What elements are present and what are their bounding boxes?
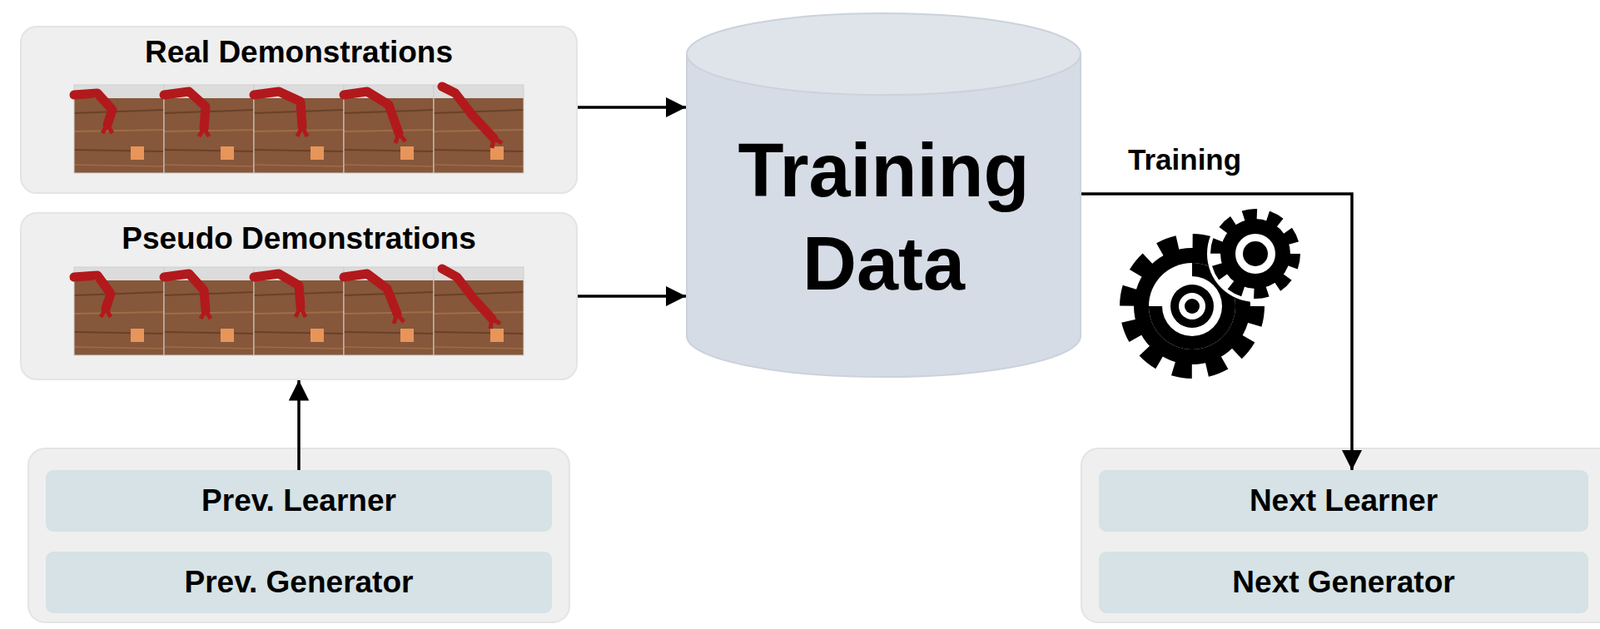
prev-panel <box>28 448 570 623</box>
flow-arrow <box>577 105 686 110</box>
module-label: Next Learner <box>1249 482 1438 520</box>
module-box: Next Generator <box>1098 551 1589 614</box>
module-box: Prev. Learner <box>45 470 552 532</box>
module-box: Prev. Generator <box>45 551 552 614</box>
module-label: Prev. Generator <box>184 564 414 602</box>
panel-title: Real Demonstrations <box>21 27 577 71</box>
store-label: Training Data <box>717 80 1051 311</box>
flow-arrow <box>297 380 301 471</box>
demo-panel: Real Demonstrations <box>19 25 578 194</box>
flow-arrow <box>1081 193 1352 471</box>
flow-arrow <box>577 294 686 299</box>
module-box: Next Learner <box>1098 470 1589 532</box>
gear-icon <box>1128 205 1304 370</box>
module-label: Prev. Learner <box>201 482 397 520</box>
demo-panel: Pseudo Demonstrations <box>19 212 578 381</box>
module-label: Next Generator <box>1232 564 1455 602</box>
data-cylinder: Training Data <box>685 12 1082 378</box>
panel-title: Pseudo Demonstrations <box>21 213 577 258</box>
next-panel <box>1081 448 1600 623</box>
edge-label: Training <box>1127 143 1242 177</box>
